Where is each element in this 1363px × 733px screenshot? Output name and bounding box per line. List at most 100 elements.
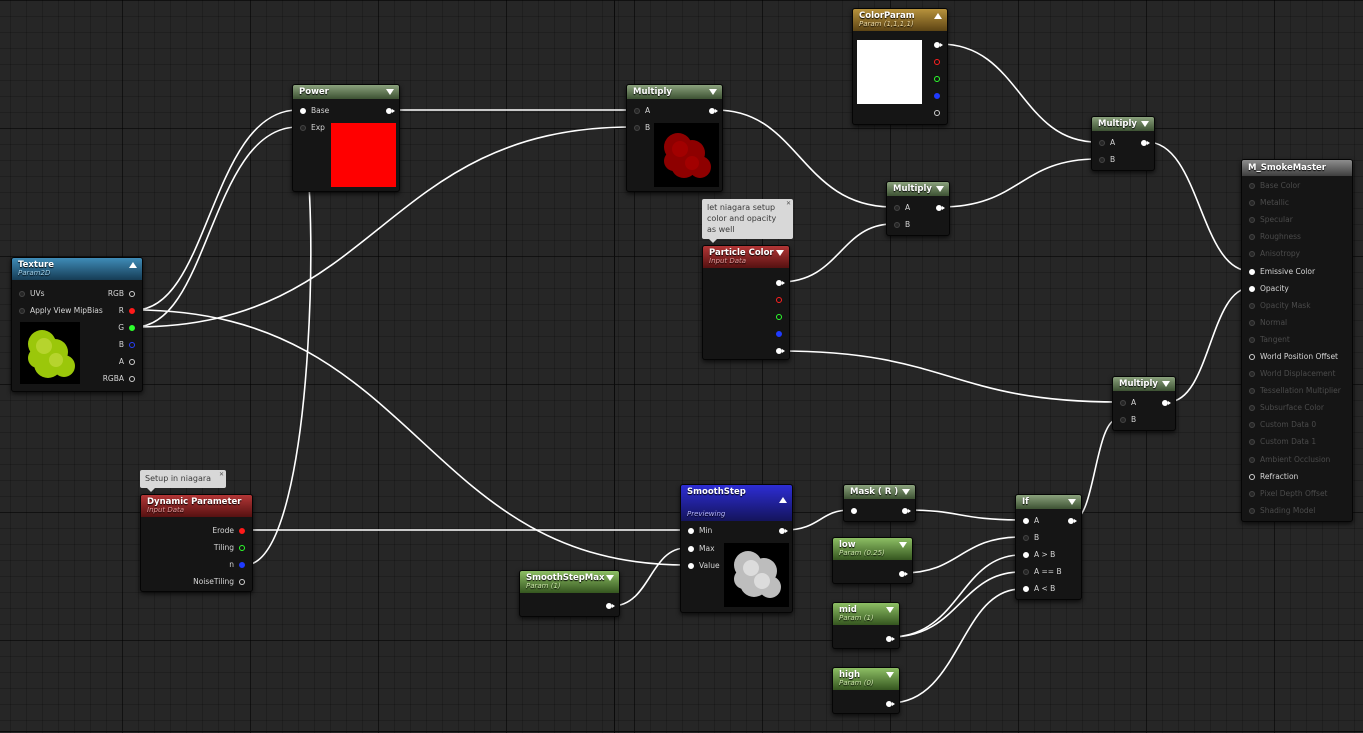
master-subsurface-color-pin[interactable]: Subsurface Color bbox=[1244, 402, 1324, 414]
pin-icon[interactable] bbox=[886, 636, 895, 642]
smoothstep-node-header[interactable]: SmoothStep Previewing bbox=[681, 485, 792, 521]
pin-icon[interactable] bbox=[934, 42, 943, 48]
pin-icon[interactable] bbox=[300, 108, 306, 114]
texture-g-pin[interactable]: G bbox=[118, 322, 140, 334]
collapse-arrow-icon[interactable] bbox=[936, 186, 944, 192]
particle-color-b-pin[interactable] bbox=[771, 328, 787, 340]
master-tessellation-multiplier-pin[interactable]: Tessellation Multiplier bbox=[1244, 385, 1341, 397]
power-node-header[interactable]: Power bbox=[293, 85, 399, 99]
colorparam-r-pin[interactable] bbox=[929, 56, 945, 68]
pin-icon[interactable] bbox=[934, 110, 940, 116]
material-master-node[interactable]: M_SmokeMaster Base Color Metallic Specul… bbox=[1241, 159, 1353, 522]
pin-icon[interactable] bbox=[129, 308, 135, 314]
multiply-1-b-pin[interactable]: B bbox=[629, 122, 650, 134]
pin-icon[interactable] bbox=[1099, 157, 1105, 163]
pin-icon[interactable] bbox=[129, 376, 135, 382]
mask-input-pin[interactable] bbox=[846, 505, 862, 517]
if-node[interactable]: If A B A > B A == B A < B bbox=[1015, 494, 1082, 600]
pin-icon[interactable] bbox=[19, 291, 25, 297]
master-anisotropy-pin[interactable]: Anisotropy bbox=[1244, 248, 1300, 260]
low-param-node-header[interactable]: low Param (0.25) bbox=[833, 538, 912, 560]
if-b-pin[interactable]: B bbox=[1018, 532, 1039, 544]
multiply-node-1-header[interactable]: Multiply bbox=[627, 85, 722, 99]
pin-icon[interactable] bbox=[851, 508, 857, 514]
pin-icon[interactable] bbox=[1249, 457, 1255, 463]
pin-icon[interactable] bbox=[239, 562, 245, 568]
collapse-arrow-icon[interactable] bbox=[934, 13, 942, 19]
particle-color-a-pin[interactable] bbox=[771, 345, 787, 357]
pin-icon[interactable] bbox=[1249, 388, 1255, 394]
texture-uvs-pin[interactable]: UVs bbox=[14, 288, 45, 300]
pin-icon[interactable] bbox=[1249, 217, 1255, 223]
collapse-arrow-icon[interactable] bbox=[1141, 121, 1149, 127]
pin-icon[interactable] bbox=[776, 348, 785, 354]
low-output-pin[interactable] bbox=[894, 568, 910, 580]
comment-bubble-niagara-color[interactable]: let niagara setup color and opacity as w… bbox=[702, 199, 793, 243]
master-pixel-depth-offset-pin[interactable]: Pixel Depth Offset bbox=[1244, 488, 1328, 500]
particle-color-g-pin[interactable] bbox=[771, 311, 787, 323]
dynparam-noisetiling-pin[interactable]: NoiseTiling bbox=[193, 576, 250, 588]
pin-icon[interactable] bbox=[239, 545, 245, 551]
multiply-node-4-header[interactable]: Multiply bbox=[1113, 377, 1175, 391]
pin-icon[interactable] bbox=[1249, 439, 1255, 445]
dynparam-n-pin[interactable]: n bbox=[229, 559, 250, 571]
collapse-arrow-icon[interactable] bbox=[1068, 499, 1076, 505]
multiply-4-output-pin[interactable] bbox=[1157, 397, 1173, 409]
pin-icon[interactable] bbox=[1249, 320, 1255, 326]
pin-icon[interactable] bbox=[1249, 234, 1255, 240]
power-exp-pin[interactable]: Exp bbox=[295, 122, 325, 134]
mask-node[interactable]: Mask ( R ) bbox=[843, 484, 916, 522]
pin-icon[interactable] bbox=[1249, 251, 1255, 257]
pin-icon[interactable] bbox=[936, 205, 945, 211]
pin-icon[interactable] bbox=[776, 280, 785, 286]
dynparam-tiling-pin[interactable]: Tiling bbox=[214, 542, 250, 554]
smoothstep-value-pin[interactable]: Value bbox=[683, 560, 720, 572]
collapse-arrow-icon[interactable] bbox=[899, 542, 907, 548]
pin-icon[interactable] bbox=[300, 125, 306, 131]
colorparam-a-pin[interactable] bbox=[929, 107, 945, 119]
pin-icon[interactable] bbox=[934, 59, 940, 65]
multiply-node-1[interactable]: Multiply A B bbox=[626, 84, 723, 192]
if-output-pin[interactable] bbox=[1063, 515, 1079, 527]
if-a-pin[interactable]: A bbox=[1018, 515, 1039, 527]
colorparam-b-pin[interactable] bbox=[929, 90, 945, 102]
collapse-arrow-icon[interactable] bbox=[386, 89, 394, 95]
pin-icon[interactable] bbox=[606, 603, 615, 609]
master-emissive-color-pin[interactable]: Emissive Color bbox=[1244, 266, 1315, 278]
high-param-node[interactable]: high Param (0) bbox=[832, 667, 900, 714]
collapse-arrow-icon[interactable] bbox=[902, 489, 910, 495]
smoothstep-min-pin[interactable]: Min bbox=[683, 525, 712, 537]
multiply-2-b-pin[interactable]: B bbox=[1094, 154, 1115, 166]
power-base-pin[interactable]: Base bbox=[295, 105, 329, 117]
pin-icon[interactable] bbox=[688, 528, 694, 534]
if-aeqb-pin[interactable]: A == B bbox=[1018, 566, 1062, 578]
low-param-node[interactable]: low Param (0.25) bbox=[832, 537, 913, 584]
smoothstepmax-node[interactable]: SmoothStepMax Param (1) bbox=[519, 570, 620, 617]
master-metallic-pin[interactable]: Metallic bbox=[1244, 197, 1289, 209]
master-refraction-pin[interactable]: Refraction bbox=[1244, 471, 1298, 483]
master-world-displacement-pin[interactable]: World Displacement bbox=[1244, 368, 1335, 380]
smoothstep-node[interactable]: SmoothStep Previewing Min Max Value bbox=[680, 484, 793, 613]
particle-color-rgb-pin[interactable] bbox=[771, 277, 787, 289]
colorparam-rgb-pin[interactable] bbox=[929, 39, 945, 51]
master-ambient-occlusion-pin[interactable]: Ambient Occlusion bbox=[1244, 454, 1330, 466]
pin-icon[interactable] bbox=[776, 314, 782, 320]
particle-color-node-header[interactable]: Particle Color Input Data bbox=[703, 246, 789, 268]
pin-icon[interactable] bbox=[894, 205, 900, 211]
pin-icon[interactable] bbox=[934, 76, 940, 82]
smoothstepmax-output-pin[interactable] bbox=[601, 600, 617, 612]
multiply-2-a-pin[interactable]: A bbox=[1094, 137, 1115, 149]
collapse-arrow-icon[interactable] bbox=[886, 607, 894, 613]
dynamic-parameter-node[interactable]: Dynamic Parameter Input Data Erode Tilin… bbox=[140, 494, 253, 592]
high-output-pin[interactable] bbox=[881, 698, 897, 710]
if-node-header[interactable]: If bbox=[1016, 495, 1081, 509]
pin-icon[interactable] bbox=[1249, 371, 1255, 377]
pin-icon[interactable] bbox=[634, 108, 640, 114]
master-world-position-offset-pin[interactable]: World Position Offset bbox=[1244, 351, 1338, 363]
colorparam-node-header[interactable]: ColorParam Param (1,1,1,1) bbox=[853, 9, 947, 31]
multiply-3-b-pin[interactable]: B bbox=[889, 219, 910, 231]
comment-bubble-niagara-setup[interactable]: Setup in niagara ✕ bbox=[140, 470, 226, 492]
multiply-3-a-pin[interactable]: A bbox=[889, 202, 910, 214]
pin-icon[interactable] bbox=[1249, 183, 1255, 189]
texture-mipbias-pin[interactable]: Apply View MipBias bbox=[14, 305, 103, 317]
